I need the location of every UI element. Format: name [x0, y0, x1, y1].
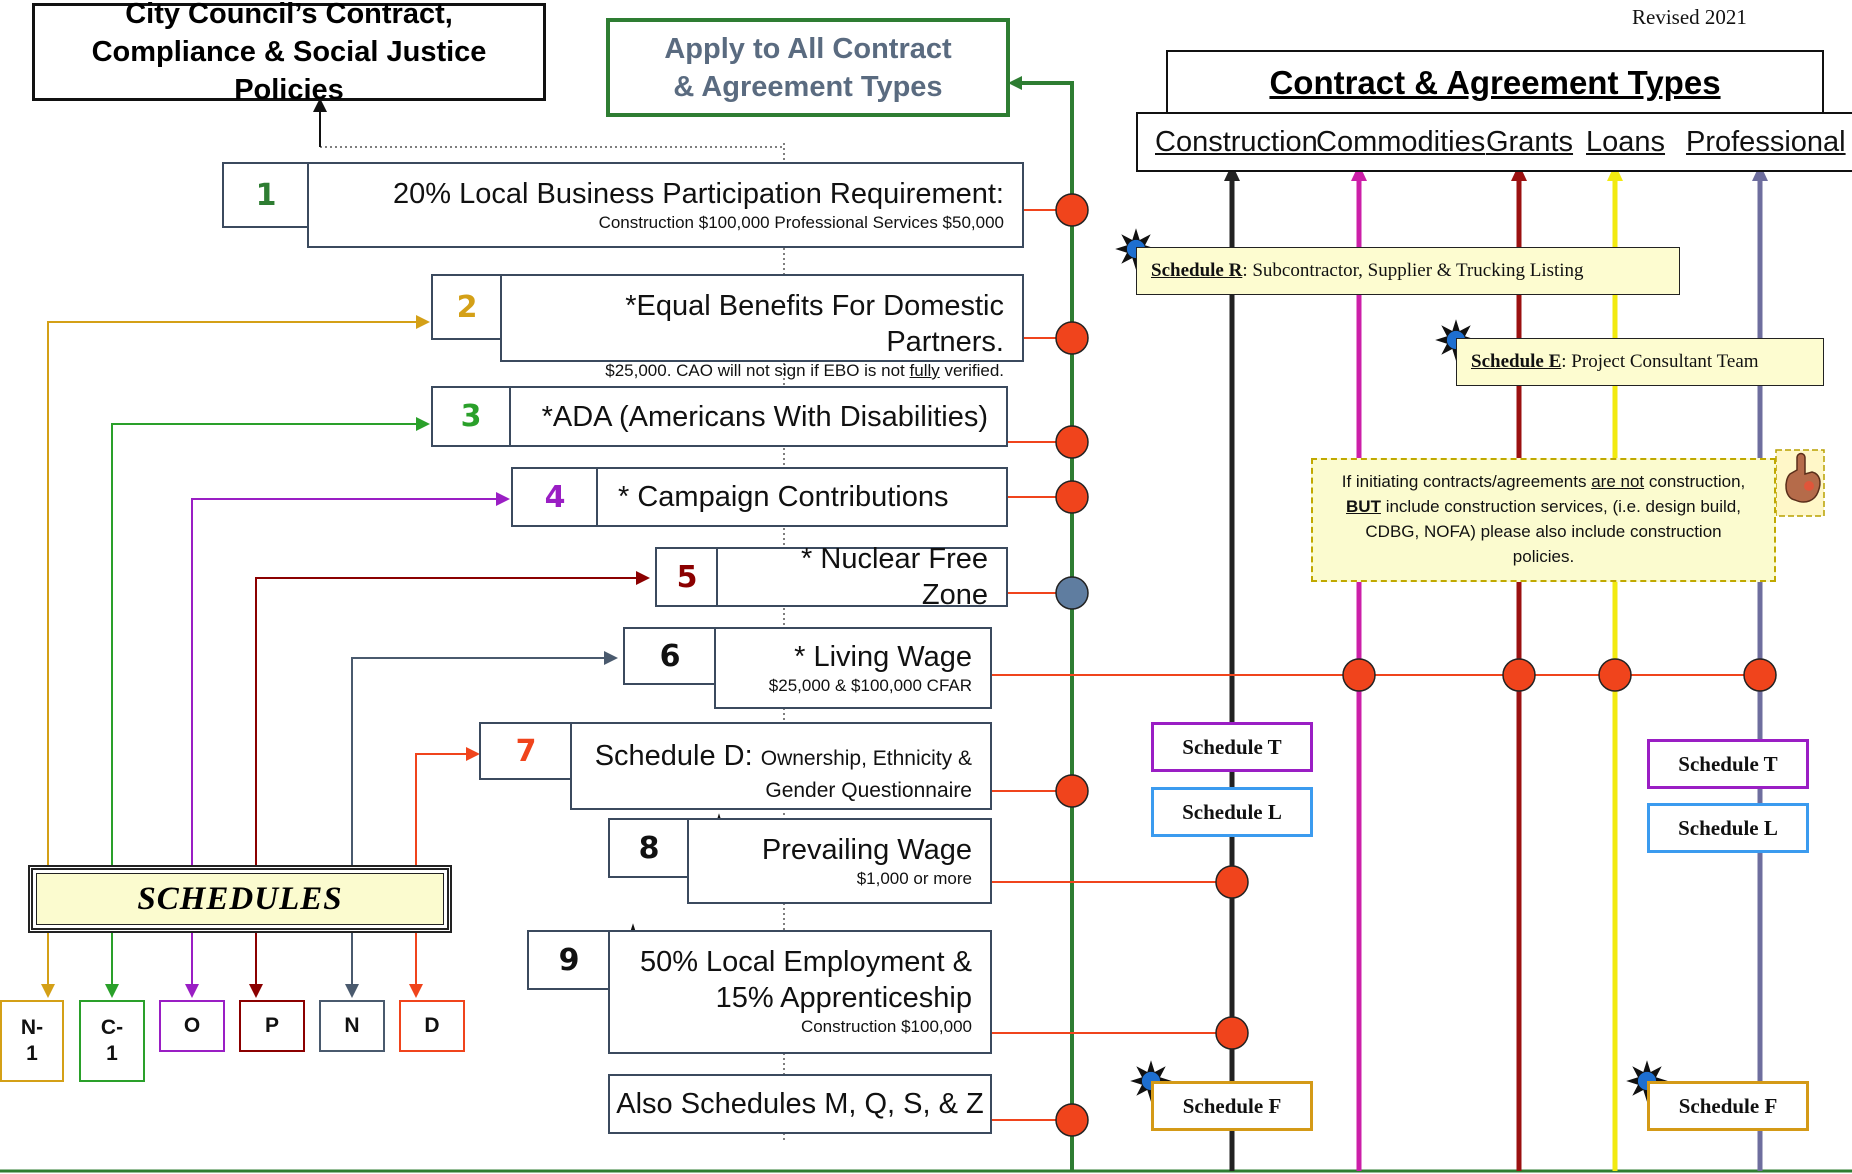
construction-note-line4: policies. [1512, 547, 1575, 566]
policy-1-title: 20% Local Business Participation Require… [393, 178, 1004, 210]
schedule-routing [47, 321, 640, 988]
dot-policy-6-professional [1743, 658, 1777, 692]
schedule-e-note[interactable]: Schedule E: Project Consultant Team [1456, 338, 1824, 386]
schedules-box: SCHEDULES [28, 865, 452, 933]
policy-8-number: 8 [608, 818, 690, 878]
apply-connector [1018, 81, 1074, 1171]
council-policies-box: City Council’s Contract, Compliance & So… [32, 0, 546, 106]
dot-also [1055, 1103, 1089, 1137]
contract-types-header: Contract & Agreement Types [1166, 50, 1824, 114]
type-label-loans[interactable]: Loans [1586, 126, 1666, 158]
policy-9-card[interactable]: 50% Local Employment & 15% Apprenticeshi… [608, 930, 992, 1054]
policy-3-card[interactable]: *ADA (Americans With Disabilities) [509, 386, 1008, 447]
policy-1-card[interactable]: 20% Local Business Participation Require… [307, 162, 1024, 248]
dot-policy-8 [1215, 865, 1249, 899]
construction-schedule-f[interactable]: Schedule F [1151, 1081, 1313, 1131]
schedule-arrowheads [41, 315, 650, 998]
schedules-label: SCHEDULES [137, 880, 343, 917]
policy-8-title: Prevailing Wage [761, 834, 972, 866]
policy-1-detail: Construction $100,000 Professional Servi… [598, 213, 1004, 232]
policy-1-number: 1 [222, 162, 310, 228]
policy-5-card[interactable]: * Nuclear Free Zone [716, 543, 1008, 611]
type-label-grants[interactable]: Grants [1486, 126, 1574, 158]
dot-policy-7 [1055, 774, 1089, 808]
policy-9-number: 9 [527, 930, 611, 990]
also-schedules-label: Also Schedules M, Q, S, & Z [616, 1088, 984, 1120]
policy-8-card[interactable]: Prevailing Wage $1,000 or more [687, 818, 992, 904]
type-arrowhead-loans [1607, 164, 1623, 181]
construction-note: If initiating contracts/agreements are n… [1311, 458, 1776, 582]
dot-policy-6-loans [1598, 658, 1632, 692]
council-policies-title: City Council’s Contract, Compliance & So… [91, 0, 487, 106]
type-label-professional[interactable]: Professional [1686, 126, 1846, 158]
policy-8-detail: $1,000 or more [856, 869, 972, 888]
type-lines [1224, 164, 1768, 1171]
policy-2-detail: $25,000. CAO will not sign if EBO is not… [605, 361, 1004, 380]
construction-note-line1: If initiating contracts/agreements are n… [1341, 472, 1746, 491]
schedule-letter-6[interactable]: D [399, 1000, 465, 1052]
hand-pointer-icon [1775, 449, 1825, 517]
type-arrowhead-commodities [1351, 164, 1367, 181]
revised-label: Revised 2021 [1632, 5, 1747, 29]
policy-7-title-line2: Gender Questionnaire [765, 779, 972, 802]
schedule-letter-3[interactable]: O [159, 1000, 225, 1052]
dot-policy-6-grants [1502, 658, 1536, 692]
dot-policy-1 [1055, 193, 1089, 227]
schedule-letter-5[interactable]: N [319, 1000, 385, 1052]
apply-arrowhead [1008, 76, 1022, 90]
policy-9-detail: Construction $100,000 [800, 1017, 972, 1036]
type-arrowhead-construction [1224, 164, 1240, 181]
also-schedules-box[interactable]: Also Schedules M, Q, S, & Z [608, 1074, 992, 1134]
dot-policy-4 [1055, 480, 1089, 514]
policy-6-number: 6 [623, 627, 717, 685]
policy-3-title: *ADA (Americans With Disabilities) [541, 400, 988, 433]
dot-policy-9 [1215, 1016, 1249, 1050]
policy-7-number: 7 [479, 722, 573, 780]
type-label-construction[interactable]: Construction [1155, 126, 1318, 158]
apply-all-title: Apply to All Contract & Agreement Types [664, 32, 952, 103]
junction-dots [1055, 193, 1777, 1137]
contract-types-row [1136, 112, 1852, 172]
dot-policy-6-commodities [1342, 658, 1376, 692]
policy-9-title-line2: 15% Apprenticeship [715, 982, 972, 1014]
policy-6-detail: $25,000 & $100,000 CFAR [768, 676, 972, 695]
policy-6-card[interactable]: * Living Wage $25,000 & $100,000 CFAR [714, 627, 992, 709]
policy-2-card[interactable]: *Equal Benefits For Domestic Partners. $… [500, 274, 1024, 380]
professional-schedule-t[interactable]: Schedule T [1647, 739, 1809, 789]
policy-5-title: * Nuclear Free Zone [801, 543, 988, 611]
type-arrowhead-grants [1511, 164, 1527, 181]
policy-9-title: 50% Local Employment & [639, 946, 972, 978]
schedule-letter-1[interactable]: N- 1 [0, 1000, 64, 1082]
policy-4-title: * Campaign Contributions [618, 481, 949, 513]
policy-4-number: 4 [511, 467, 599, 527]
professional-schedule-l[interactable]: Schedule L [1647, 803, 1809, 853]
dot-policy-3 [1055, 425, 1089, 459]
contract-types-title: Contract & Agreement Types [1269, 64, 1721, 101]
construction-note-line2: BUT include construction services, (i.e.… [1346, 497, 1741, 516]
policy-5-number: 5 [655, 547, 719, 607]
type-label-commodities[interactable]: Commodities [1316, 126, 1486, 158]
construction-note-line3: CDBG, NOFA) please also include construc… [1365, 522, 1722, 541]
policy-2-number: 2 [431, 274, 503, 340]
policy-7-title: Schedule D: Ownership, Ethnicity & [594, 740, 972, 772]
policy-2-title: *Equal Benefits For Domestic Partners. [625, 290, 1004, 358]
policy-4-card[interactable]: * Campaign Contributions [596, 467, 1008, 527]
apply-all-box: Apply to All Contract & Agreement Types [606, 18, 1010, 117]
dot-policy-5 [1055, 576, 1089, 610]
schedule-letter-4[interactable]: P [239, 1000, 305, 1052]
policy-3-number: 3 [431, 386, 511, 447]
construction-schedule-t[interactable]: Schedule T [1151, 722, 1313, 772]
type-arrowhead-professional [1752, 164, 1768, 181]
policy-7-card[interactable]: Schedule D: Ownership, Ethnicity & Gende… [570, 722, 992, 810]
schedule-letter-2[interactable]: C- 1 [79, 1000, 145, 1082]
council-arrowhead [313, 98, 327, 112]
policy-6-title: * Living Wage [794, 641, 972, 673]
professional-schedule-f[interactable]: Schedule F [1647, 1081, 1809, 1131]
dot-policy-2 [1055, 321, 1089, 355]
construction-schedule-l[interactable]: Schedule L [1151, 787, 1313, 837]
schedule-r-note[interactable]: Schedule R: Subcontractor, Supplier & Tr… [1136, 247, 1680, 295]
